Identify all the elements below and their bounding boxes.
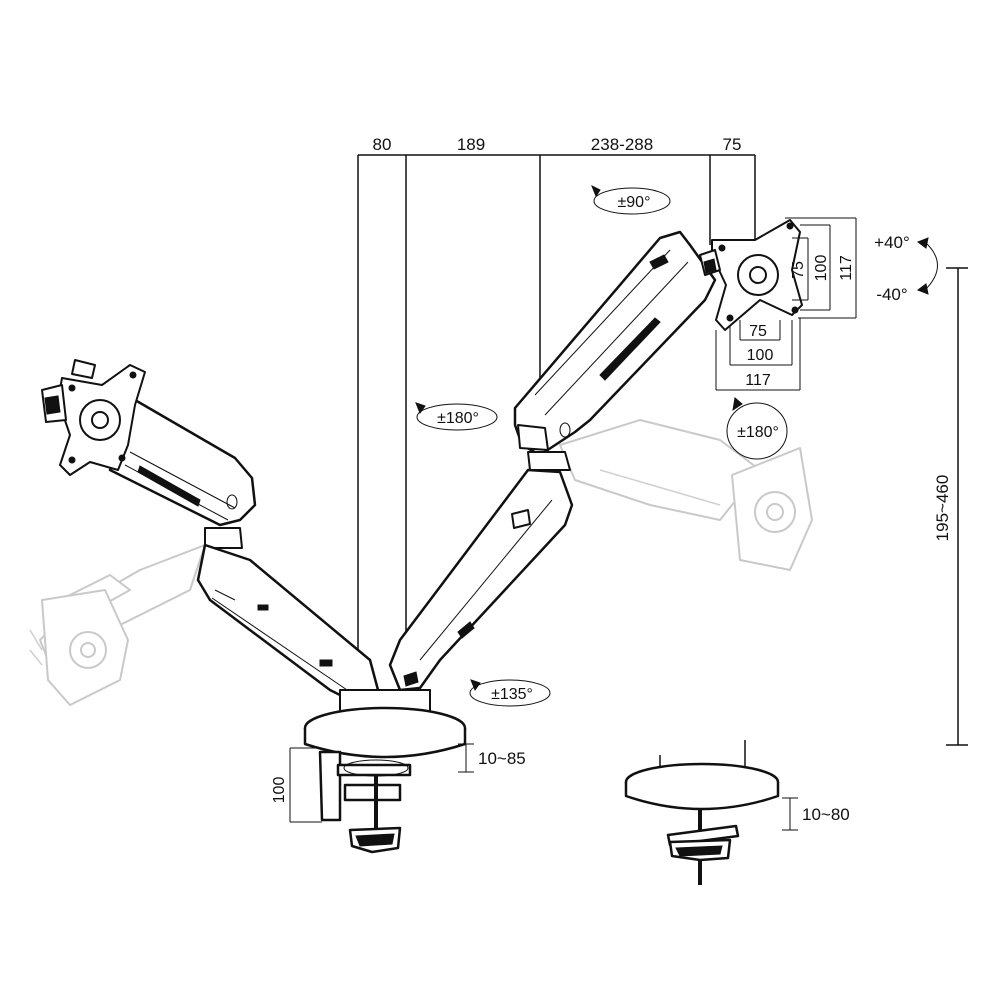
right-arm	[388, 219, 803, 692]
rotation-base-symbol	[469, 679, 551, 707]
grommet-base	[624, 740, 780, 885]
dim-clamp-100: 100	[271, 777, 288, 804]
vesa-75-horizontal: 75	[749, 323, 767, 340]
rotation-head-swivel-label: ±180°	[737, 424, 779, 441]
tilt-symbol	[916, 237, 938, 295]
rotation-pivot-label: ±90°	[618, 194, 651, 211]
vesa-75-vertical: 75	[790, 261, 807, 279]
clamp-height-dimension	[289, 747, 322, 823]
ghost-left-arm	[29, 544, 206, 706]
vesa-100-horizontal: 100	[747, 347, 774, 364]
clamp-range-dimension	[458, 743, 474, 773]
desk-clamp-base	[303, 689, 467, 854]
dim-189: 189	[457, 135, 485, 154]
dim-clamp-range: 10~85	[478, 749, 526, 768]
height-dimension	[946, 267, 968, 746]
tilt-down-label: -40°	[876, 285, 907, 304]
dim-80: 80	[373, 135, 392, 154]
vesa-100-vertical: 100	[813, 255, 830, 282]
vesa-117-horizontal: 117	[745, 372, 771, 389]
rotation-head-swivel-symbol	[726, 397, 788, 460]
rotation-base-label: ±135°	[491, 686, 533, 703]
vesa-117-vertical: 117	[838, 255, 855, 281]
rotation-pivot-symbol	[591, 184, 671, 215]
dim-238-288: 238-288	[591, 135, 653, 154]
tilt-up-label: +40°	[874, 233, 910, 252]
vesa-dimension-lines	[715, 217, 857, 391]
ghost-right-arm	[559, 419, 813, 571]
dim-75-top: 75	[723, 135, 742, 154]
dim-grommet-range: 10~80	[802, 805, 850, 824]
top-dimension-lines	[357, 154, 756, 690]
dim-height: 195~460	[933, 475, 952, 542]
rotation-arm-swivel-symbol	[415, 402, 498, 431]
left-arm	[41, 359, 380, 702]
grommet-range-dimension	[782, 797, 798, 831]
rotation-arm-swivel-label: ±180°	[437, 410, 479, 427]
